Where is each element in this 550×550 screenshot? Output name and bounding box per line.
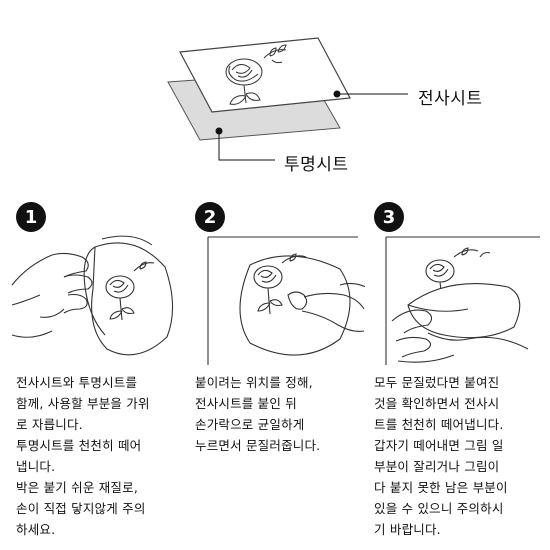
- sheet-diagram: [167, 37, 408, 161]
- step-3-illustration: [385, 236, 540, 365]
- step-2-text: 붙이려는 위치를 정해, 전사시트를 붙인 뒤 손가락으로 균일하게 누르면서 …: [195, 375, 321, 453]
- transfer-sheet-label: 전사시트: [418, 89, 483, 109]
- step-1-text: 전사시트와 투명시트를 함께, 사용할 부분을 가위 로 자릅니다. 투명시트를…: [16, 375, 150, 537]
- step-1-badge: 1: [16, 202, 46, 232]
- step-3-badge: 3: [374, 202, 404, 232]
- clear-callout: [215, 127, 275, 161]
- transfer-callout: [333, 90, 408, 98]
- step-2-illustration: [207, 236, 365, 365]
- step-1-illustration: [11, 235, 174, 356]
- transfer-sheet: [179, 37, 351, 113]
- clear-sheet-label: 투명시트: [284, 155, 349, 175]
- step-2-badge: 2: [195, 202, 225, 232]
- step-3-text: 모두 문질렀다면 붙여진 것을 확인하면서 전사시 트를 천천히 떼어냅니다. …: [374, 375, 508, 537]
- rose-illustration: [225, 44, 287, 105]
